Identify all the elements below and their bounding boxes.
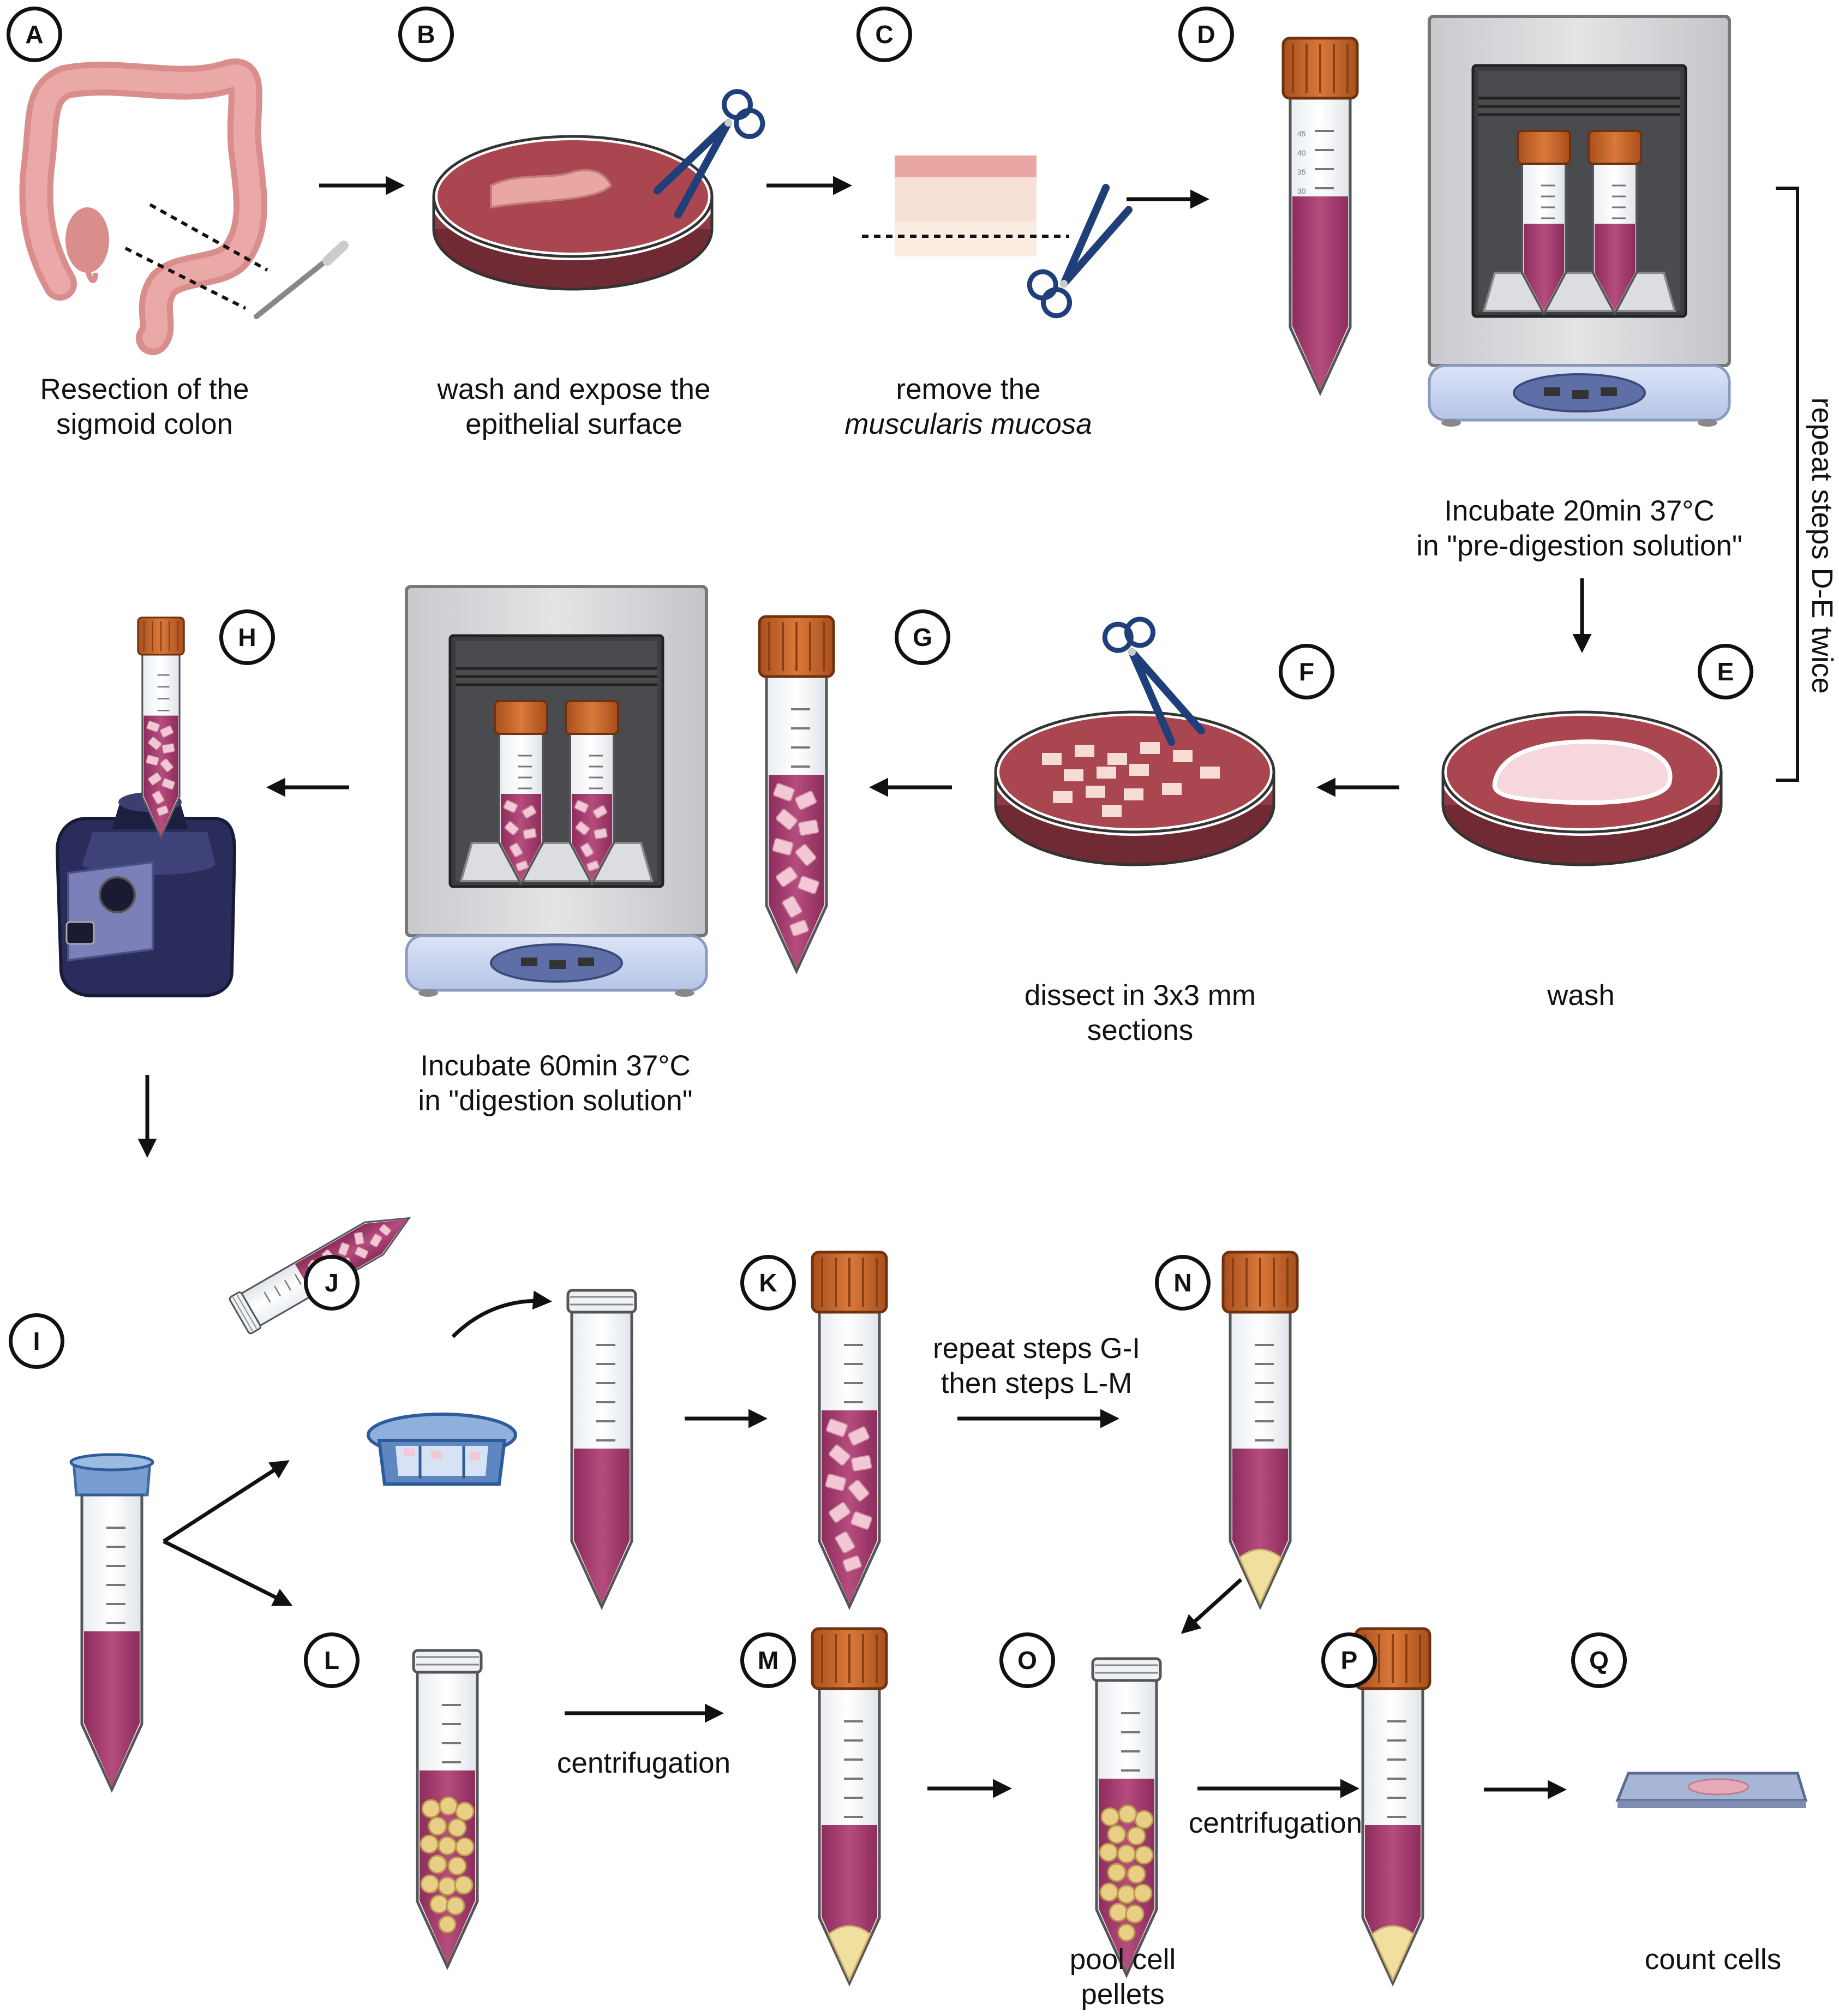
step-badge-f: F — [1279, 644, 1334, 699]
step-badge-i: I — [9, 1313, 64, 1369]
step-badge-j: J — [304, 1255, 360, 1311]
tube-g — [759, 617, 834, 971]
step-badge-m: M — [740, 1632, 796, 1688]
step-badge-c: C — [856, 7, 912, 62]
arrow-i-l — [163, 1539, 293, 1606]
tube-l — [414, 1650, 481, 1967]
caption-centrifugation-1: centrifugation — [556, 1747, 731, 1779]
step-badge-q: Q — [1571, 1632, 1627, 1688]
step-badge-p: P — [1321, 1632, 1377, 1688]
tube-p — [1356, 1629, 1430, 1983]
arrow-n-o — [1181, 1578, 1243, 1634]
step-badge-d: D — [1178, 7, 1234, 62]
tube-with-strainer-i — [69, 1453, 154, 1790]
tissue-block-c — [862, 155, 1069, 256]
tube-scale-labels: 45 40 35 30 — [1297, 129, 1306, 195]
cell-strainer-j — [367, 1413, 517, 1486]
incubator-g — [406, 587, 706, 997]
incubator-d — [1429, 16, 1729, 427]
step-badge-n: N — [1155, 1255, 1211, 1311]
petri-dish-f — [996, 712, 1274, 865]
repeat-bracket — [1776, 187, 1799, 782]
petri-dish-e — [1443, 712, 1721, 865]
step-badge-b: B — [398, 7, 454, 62]
tube-k — [812, 1252, 886, 1607]
step-badge-g: G — [895, 609, 950, 665]
step-badge-a: A — [7, 7, 62, 62]
pour-arrow-j — [451, 1290, 552, 1338]
tube-m — [812, 1629, 886, 1983]
step-badge-k: K — [740, 1255, 796, 1311]
step-badge-o: O — [999, 1632, 1055, 1688]
step-badge-e: E — [1698, 644, 1753, 699]
step-badge-l: L — [304, 1632, 360, 1688]
arrow-i-j — [163, 1460, 290, 1543]
step-badge-h: H — [219, 609, 275, 665]
tube-o — [1093, 1659, 1160, 1975]
caption-q: count cells — [1644, 1943, 1782, 1976]
petri-dish-b — [434, 136, 712, 289]
caption-e: wash — [1547, 979, 1615, 1012]
counting-slide-q — [1615, 1772, 1808, 1808]
vortex-mixer-h — [55, 792, 237, 997]
colon-illustration — [19, 58, 349, 355]
tube-j — [568, 1290, 636, 1607]
tube-d — [1283, 38, 1357, 393]
caption-repeat-de: repeat steps D-E twice — [1806, 397, 1838, 694]
caption-centrifugation-2: centrifugation — [1188, 1807, 1363, 1839]
tube-n — [1223, 1252, 1297, 1607]
